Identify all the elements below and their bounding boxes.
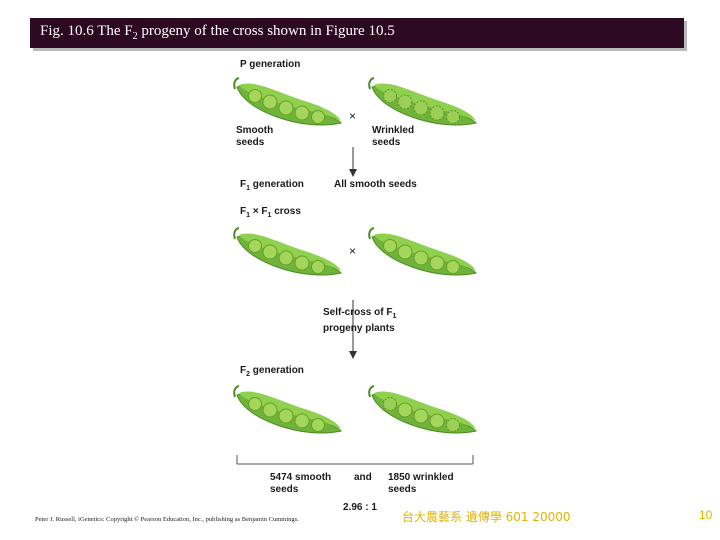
f1-smooth-pea-pod-icon [368,227,477,276]
all-smooth-label: All smooth seeds [334,179,417,190]
copyright-credit: Peter J. Russell, iGenetics: Copyright ©… [35,516,299,523]
f1-smooth-pea-pod-icon [233,227,342,276]
smooth-pea-pod-icon [233,77,342,126]
wrinkled-pea-pod-icon [368,77,477,126]
f2-mixed-pea-pod-icon [368,385,477,434]
f2-generation-label: F2 generation [240,365,304,378]
and-label: and [354,472,372,483]
page-number: 10 [699,508,713,522]
p-generation-label: P generation [240,59,301,70]
f1-generation-label: F1 generation [240,179,304,192]
f1-cross-label: F1 × F1 cross [240,206,301,219]
slide-title: Fig. 10.6 The F2 progeny of the cross sh… [40,23,395,42]
ratio-label: 2.96 : 1 [343,502,377,513]
course-label: 台大農藝系 遺傳學 601 20000 [402,510,571,524]
cross-symbol-f1: × [349,244,357,258]
figure-lines [236,147,474,465]
title-bar: Fig. 10.6 The F2 progeny of the cross sh… [30,18,684,48]
cross-symbol: × [349,109,357,123]
f2-smooth-pea-pod-icon [233,385,342,434]
